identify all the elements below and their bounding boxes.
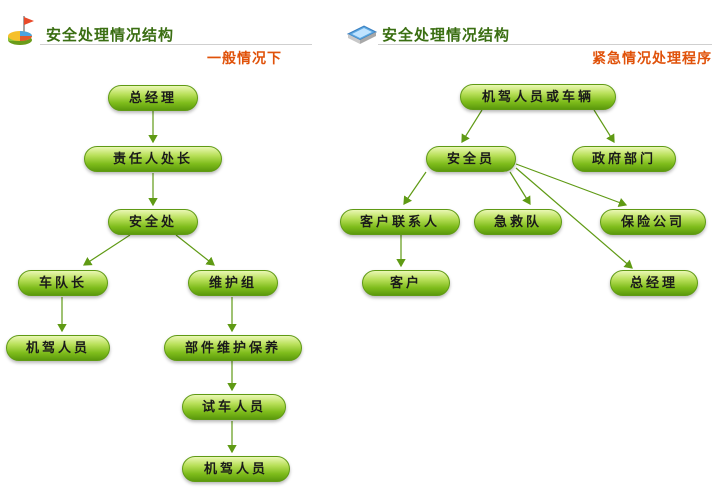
node-safety-officer: 安全员 bbox=[426, 146, 516, 172]
node-ambulance: 急救队 bbox=[474, 209, 562, 235]
node-safety-office: 安全处 bbox=[108, 209, 198, 235]
left-section-subtitle: 一般情况下 bbox=[207, 51, 282, 67]
left-divider bbox=[40, 44, 312, 45]
pie-chart-flag-icon bbox=[6, 14, 36, 48]
node-drivers: 机驾人员 bbox=[6, 335, 110, 361]
node-customer-contact: 客户联系人 bbox=[340, 209, 460, 235]
node-drivers-2: 机驾人员 bbox=[182, 456, 290, 482]
arrow-safety-to-maint bbox=[175, 234, 215, 266]
laptop-icon bbox=[344, 20, 378, 48]
arrow-vehicle-to-safetyofficer bbox=[461, 109, 483, 144]
right-section-subtitle: 紧急情况处理程序 bbox=[592, 51, 712, 67]
right-section-title: 安全处理情况结构 bbox=[382, 26, 511, 44]
left-section-title: 安全处理情况结构 bbox=[46, 26, 175, 44]
node-parts-maintenance: 部件维护保养 bbox=[164, 335, 302, 361]
node-fleet-captain: 车队长 bbox=[18, 270, 108, 296]
node-customer: 客户 bbox=[362, 270, 450, 296]
node-government: 政府部门 bbox=[572, 146, 676, 172]
node-general-manager-right: 总经理 bbox=[610, 270, 698, 296]
node-test-drivers: 试车人员 bbox=[182, 394, 286, 420]
node-responsible-director: 责任人处长 bbox=[84, 146, 222, 172]
arrow-vehicle-to-government bbox=[593, 109, 615, 144]
node-maintenance-team: 维护组 bbox=[188, 270, 278, 296]
node-insurance: 保险公司 bbox=[600, 209, 706, 235]
node-general-manager: 总经理 bbox=[108, 85, 198, 111]
arrow-officer-to-gm bbox=[515, 167, 633, 269]
right-divider bbox=[378, 44, 712, 45]
node-driver-or-vehicle: 机驾人员或车辆 bbox=[460, 84, 616, 110]
arrow-safety-to-fleet bbox=[82, 234, 131, 266]
arrow-officer-to-contact bbox=[403, 171, 427, 205]
arrow-officer-to-insurance bbox=[515, 163, 628, 207]
arrow-officer-to-ambulance bbox=[509, 171, 531, 206]
